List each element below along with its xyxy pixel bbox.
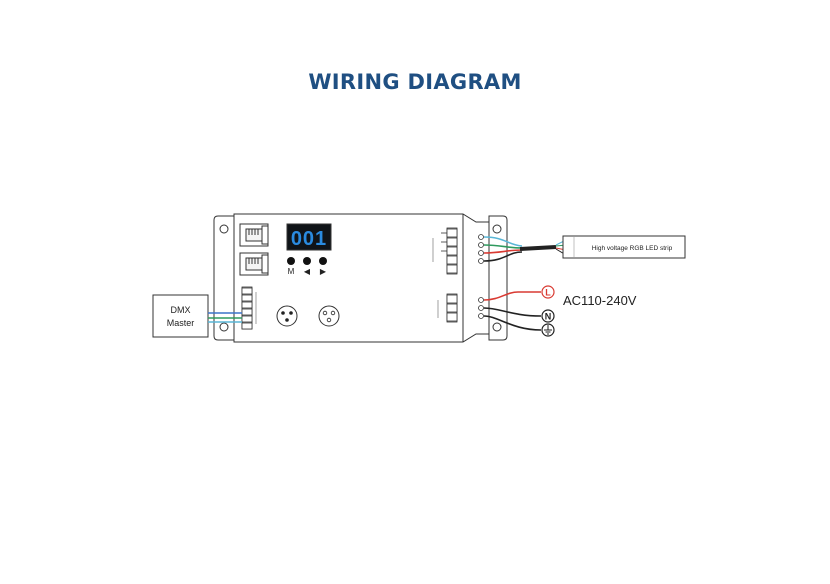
diagram-title: WIRING DIAGRAM <box>308 70 522 94</box>
input-wire-ends <box>478 297 484 319</box>
left-ear-hole-top <box>219 224 229 234</box>
output-terminal-block <box>432 227 458 275</box>
dmx-terminal-block <box>241 286 257 330</box>
led-strip-label: High voltage RGB LED strip <box>592 245 673 252</box>
decoder-body <box>233 213 490 343</box>
earth-ground-icon <box>541 323 555 337</box>
dmx-wires <box>208 312 242 323</box>
m-button[interactable] <box>287 257 295 265</box>
wire-black <box>483 251 523 262</box>
wire-red <box>483 249 523 254</box>
right-ear-hole-bottom <box>492 322 502 332</box>
wire-earth <box>483 315 542 331</box>
input-terminal-block <box>437 293 458 323</box>
live-symbol-text: L <box>545 288 551 298</box>
dmx-master-line2: Master <box>167 318 195 328</box>
rj45-port-bottom <box>239 252 269 276</box>
voltage-label: AC110-240V <box>563 293 637 308</box>
right-ear-hole-top <box>492 224 502 234</box>
dmx-master-box: DMX Master <box>152 294 209 338</box>
wire-neutral <box>483 307 542 317</box>
output-wires <box>483 236 567 262</box>
decoder-device <box>213 213 508 343</box>
left-button-label: ◀ <box>304 267 311 276</box>
live-terminal-symbol: L <box>541 285 555 299</box>
wire-live <box>483 291 541 301</box>
left-ear-hole-bottom <box>219 322 229 332</box>
dmx-master-line1: DMX <box>171 305 191 315</box>
xlr-connector-female <box>318 305 340 327</box>
led-strip-box: High voltage RGB LED strip <box>562 235 686 259</box>
left-button[interactable] <box>303 257 311 265</box>
neutral-terminal-symbol: N <box>541 309 555 323</box>
xlr-connector-male <box>276 305 298 327</box>
display-readout: 001 <box>291 228 327 250</box>
output-wire-ends <box>478 234 484 264</box>
left-mounting-ear <box>213 215 235 341</box>
wire-bundle-cable <box>519 245 557 251</box>
led-display: 001 <box>286 223 332 251</box>
power-wires <box>483 291 542 331</box>
neutral-symbol-text: N <box>545 312 552 322</box>
m-button-label: M <box>288 267 295 276</box>
right-button[interactable] <box>319 257 327 265</box>
control-buttons: M ◀ ▶ <box>287 257 327 276</box>
wire-cyan <box>483 236 523 247</box>
right-mounting-ear <box>488 215 508 341</box>
right-button-label: ▶ <box>320 267 327 276</box>
wire-green <box>483 244 523 249</box>
rj45-port-top <box>239 223 269 247</box>
